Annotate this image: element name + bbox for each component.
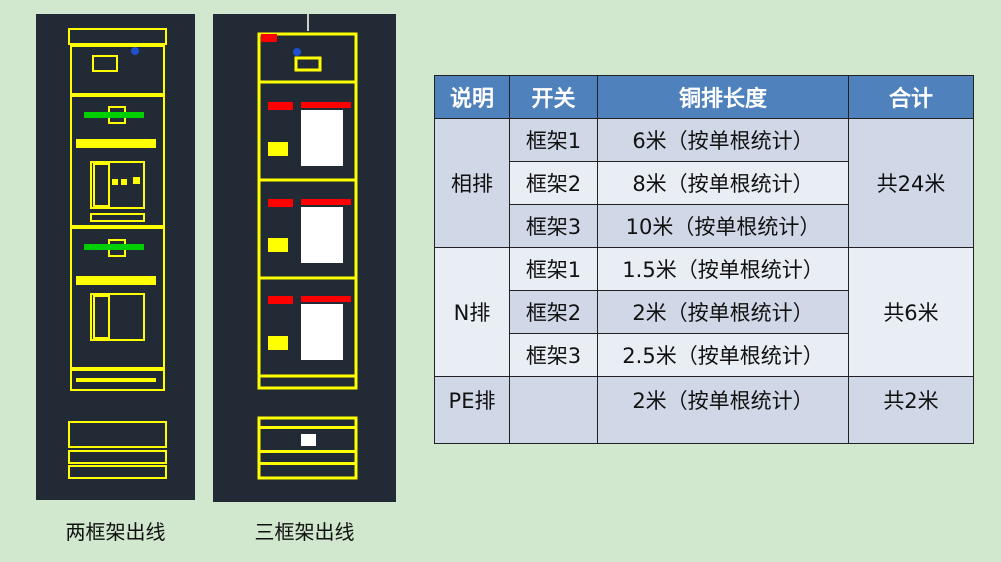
switch-cell: 框架3: [509, 204, 598, 248]
switch-cell: 框架2: [509, 290, 598, 334]
length-cell: 2米（按单根统计）: [597, 376, 849, 444]
three-frame-caption: 三框架出线: [254, 520, 355, 544]
total-cell: 共2米: [848, 376, 974, 444]
two-frame-caption: 两框架出线: [65, 520, 166, 544]
total-cell: 共24米: [848, 118, 974, 248]
length-cell: 6米（按单根统计）: [597, 118, 849, 162]
group-label: 相排: [434, 118, 510, 248]
switch-cell: 框架2: [509, 161, 598, 205]
switchgear-diagram-two-frame: [68, 28, 167, 479]
group-label: N排: [434, 247, 510, 377]
table-row: 框架3 2.5米（按单根统计）: [435, 333, 974, 377]
table-row: 框架3 10米（按单根统计）: [435, 204, 974, 248]
header-switch: 开关: [509, 75, 598, 119]
header-total: 合计: [848, 75, 974, 119]
switch-cell: [509, 376, 598, 444]
length-cell: 2米（按单根统计）: [597, 290, 849, 334]
length-cell: 1.5米（按单根统计）: [597, 247, 849, 291]
switchgear-diagram-three-frame: [257, 14, 358, 480]
switch-cell: 框架1: [509, 247, 598, 291]
three-frame-drawing: [213, 14, 396, 502]
two-frame-drawing: [36, 14, 195, 500]
length-cell: 2.5米（按单根统计）: [597, 333, 849, 377]
table-row: 相排 框架1 6米（按单根统计） 共24米: [434, 118, 974, 248]
header-description: 说明: [434, 75, 510, 119]
table-row: 框架2 2米（按单根统计）: [435, 290, 974, 334]
switch-cell: 框架1: [509, 118, 598, 162]
length-cell: 10米（按单根统计）: [597, 204, 849, 248]
switch-cell: 框架3: [509, 333, 598, 377]
total-cell: 共6米: [848, 247, 974, 377]
group-label: PE排: [434, 376, 510, 444]
table-row: N排 框架1 1.5米（按单根统计） 共6米: [434, 247, 974, 377]
table-row: 框架2 8米（按单根统计）: [435, 161, 974, 205]
table-header-row: 说明 开关 铜排长度 合计: [434, 75, 974, 119]
header-copper-length: 铜排长度: [597, 75, 849, 119]
copper-bar-length-table: 说明 开关 铜排长度 合计 相排 框架1 6米（按单根统计） 共24米 框架2 …: [434, 75, 974, 444]
length-cell: 8米（按单根统计）: [597, 161, 849, 205]
table-row: PE排 2米（按单根统计） 共2米: [434, 376, 974, 444]
